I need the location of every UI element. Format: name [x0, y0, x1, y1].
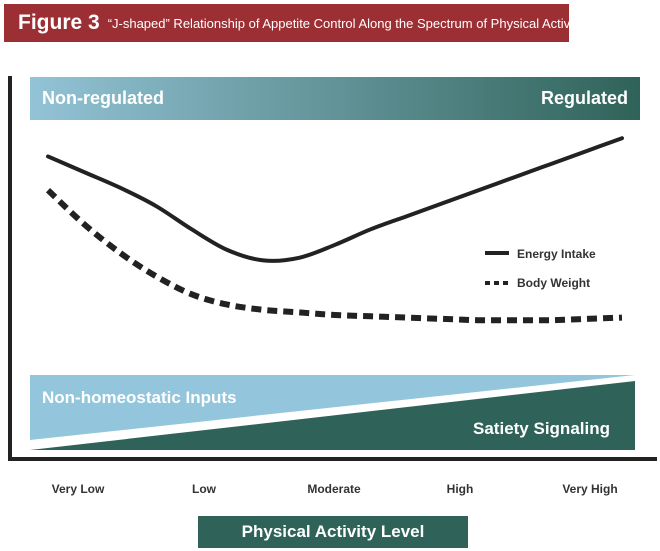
figure-title: Figure 3 “J-shaped” Relationship of Appe…: [4, 4, 583, 42]
x-tick-label: Low: [192, 482, 217, 496]
legend-energy-intake-label: Energy Intake: [517, 247, 596, 261]
x-tick-label: High: [447, 482, 474, 496]
x-tick-label: Very High: [562, 482, 617, 496]
energy-intake-line: [46, 136, 624, 263]
figure-label: Figure 3: [18, 11, 100, 34]
x-axis-label: Physical Activity Level: [198, 516, 468, 548]
satiety-signaling-band: [30, 381, 635, 450]
non-homeostatic-label: Non-homeostatic Inputs: [42, 388, 237, 407]
top-band-left-label: Non-regulated: [42, 88, 164, 108]
legend-body-weight-label: Body Weight: [517, 276, 590, 290]
top-band-right-label: Regulated: [541, 88, 628, 108]
body-weight-line: [45, 188, 623, 324]
x-tick-labels: Very Low Low Moderate High Very High: [52, 482, 618, 496]
figure-subtitle: “J-shaped” Relationship of Appetite Cont…: [107, 15, 584, 31]
non-homeostatic-band: [30, 375, 635, 440]
satiety-signaling-label: Satiety Signaling: [473, 419, 610, 438]
top-band: [30, 77, 640, 120]
x-tick-label: Very Low: [52, 482, 105, 496]
x-tick-label: Moderate: [307, 482, 361, 496]
